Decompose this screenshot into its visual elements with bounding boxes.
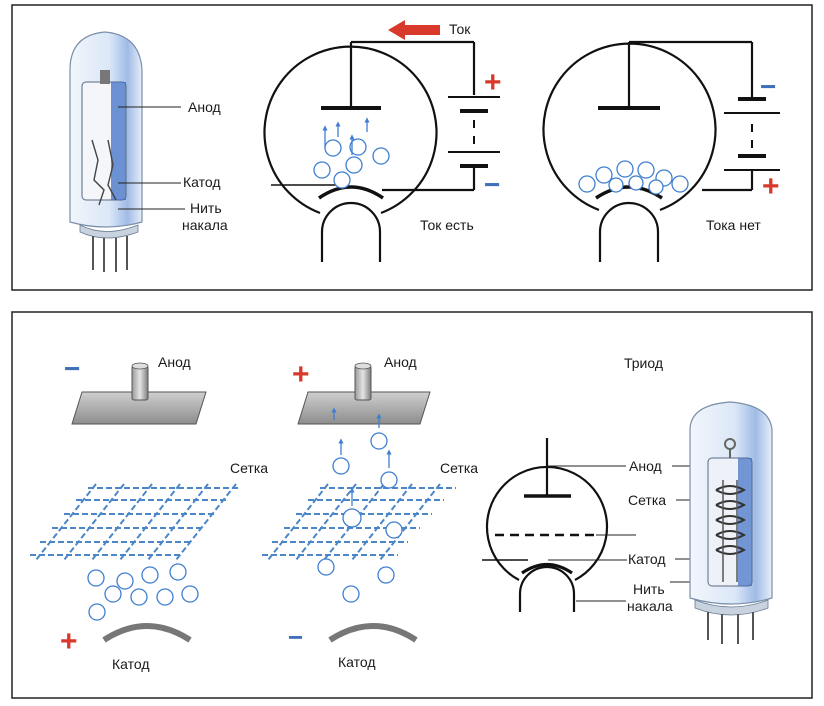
triode-filament-label-1: Нить [633,581,665,597]
diode-on-minus-sign: − [484,169,500,200]
diode-off-minus-sign: − [760,71,776,102]
left-cathode-arc [102,623,192,643]
middle-electrons [317,407,403,603]
middle-cathode-arc [328,623,418,643]
triode-schematic [482,438,609,612]
middle-grid-label: Сетка [440,460,478,476]
diode-on-plus-sign: + [484,66,502,99]
diode-off-battery [724,97,780,171]
current-label: Ток [449,21,471,37]
diode-on-battery [448,96,500,168]
left-cathode-label: Катод [112,656,150,672]
left-anode-sign: − [64,353,80,384]
top-panel-frame [11,4,813,291]
triode-glass-tube [689,401,773,644]
left-anode-plate [71,362,207,425]
left-cathode-sign: + [60,625,78,658]
triode-cathode-arc [521,562,573,575]
diode-on-cathode-arc [318,185,384,200]
tube-anode-label: Анод [188,99,221,115]
triode-filament-label-2: накала [627,598,673,614]
triode-grid-label: Сетка [628,492,666,508]
middle-anode-sign: + [292,358,310,391]
middle-anode-plate [297,362,431,425]
middle-cathode-label: Катод [338,654,376,670]
left-anode-label: Анод [158,354,191,370]
bottom-panel-frame [11,311,813,699]
diode-on-filament [320,201,382,262]
diode-on-schematic [263,40,476,262]
tube-filament-label-2: накала [182,217,228,233]
triode-title: Триод [624,355,663,371]
left-grid-mesh [30,483,240,561]
triode-cathode-label: Катод [628,551,666,567]
diode-off-caption: Тока нет [706,217,761,233]
middle-cathode-sign: − [288,622,303,652]
triode-filament [518,565,576,612]
diode-off-filament [598,201,660,262]
left-electrons [87,563,199,621]
diode-off-electrons [578,160,689,195]
left-grid-label: Сетка [230,460,268,476]
diode-on-electrons [313,117,390,189]
current-arrow [388,20,440,40]
middle-anode-label: Анод [384,354,417,370]
triode-anode-label: Анод [629,458,662,474]
diode-off-plus-sign: + [762,170,780,203]
diode-glass-tube [69,31,143,272]
diode-tube-leaders [118,106,185,210]
tube-filament-label-1: Нить [190,200,222,216]
diode-on-caption: Ток есть [420,217,474,233]
tube-cathode-label: Катод [183,174,221,190]
